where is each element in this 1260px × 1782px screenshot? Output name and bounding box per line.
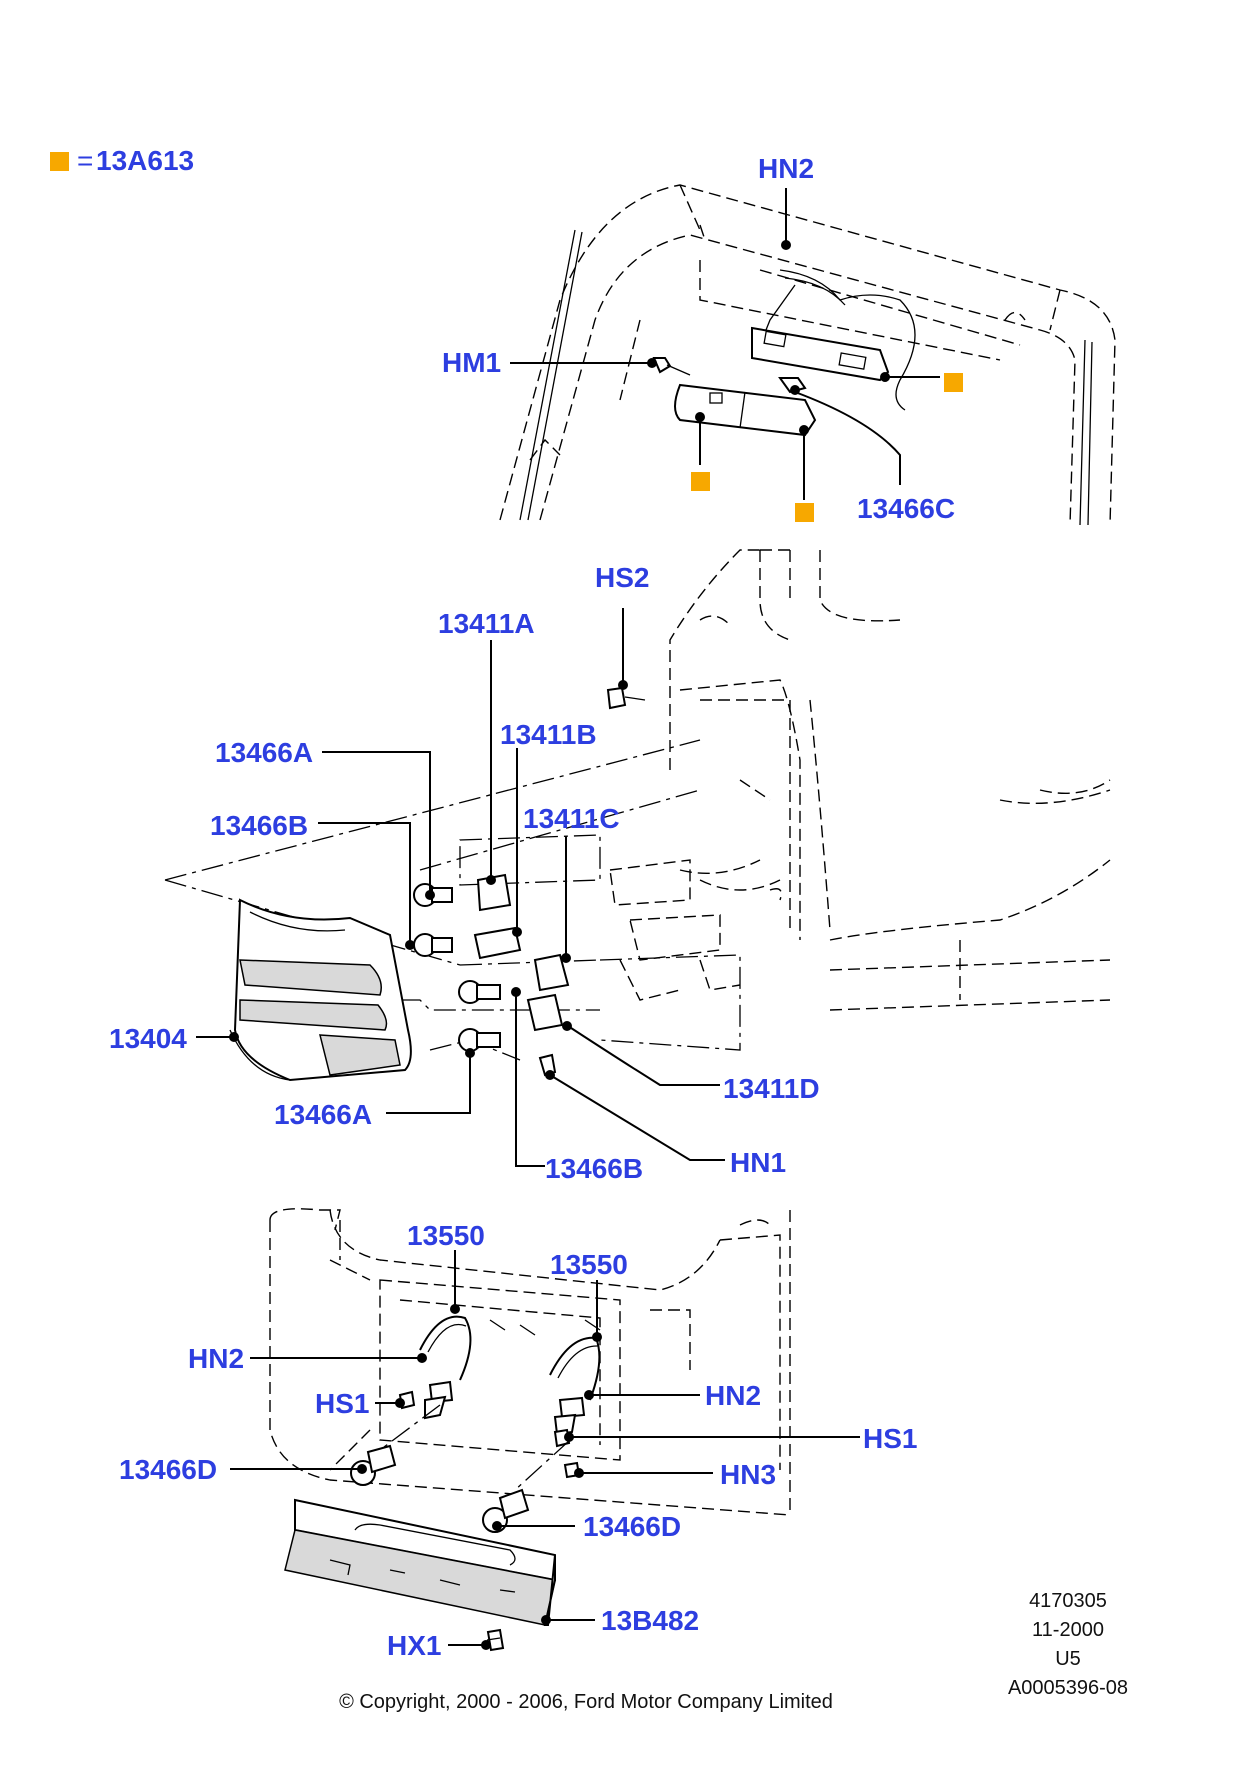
legend: = 13A613 (50, 145, 194, 176)
callout-hn2-right: HN2 (705, 1380, 761, 1411)
leaders-section-1 (510, 188, 940, 500)
callout-hn2-left: HN2 (188, 1343, 244, 1374)
leaders-section-2 (196, 608, 725, 1167)
callout-13550-right: 13550 (550, 1249, 628, 1280)
callout-13b482: 13B482 (601, 1605, 699, 1636)
callout-13411c: 13411C (523, 803, 620, 834)
bulb-13466a-lower (458, 1028, 501, 1052)
callout-13466b-lower: 13466B (545, 1153, 643, 1184)
footer-doc-id: A0005396-08 (1008, 1677, 1128, 1699)
callout-hm1: HM1 (442, 347, 501, 378)
legend-marker-icon (50, 152, 69, 171)
footer: 4170305 11-2000 U5 A0005396-08 © Copyrig… (339, 1590, 1128, 1713)
callout-13411a: 13411A (438, 608, 535, 639)
section-rear-lamp (164, 549, 1111, 1082)
callout-hs1-left: HS1 (315, 1388, 369, 1419)
socket-13411c (533, 953, 570, 992)
callout-hn3: HN3 (720, 1459, 776, 1490)
footer-copyright: © Copyright, 2000 - 2006, Ford Motor Com… (339, 1691, 833, 1713)
callout-13550-left: 13550 (407, 1220, 485, 1251)
socket-13411b (473, 926, 522, 960)
callout-hn2-top: HN2 (758, 153, 814, 184)
socket-13411d (526, 993, 564, 1032)
callout-13404: 13404 (109, 1023, 187, 1054)
markers-section-1 (691, 373, 963, 522)
callout-13466d-right: 13466D (583, 1511, 681, 1542)
marker-square-icon (795, 503, 814, 522)
callout-hn1: HN1 (730, 1147, 786, 1178)
callout-13466a-lower: 13466A (274, 1099, 372, 1130)
bulb-13466b-upper (413, 933, 453, 957)
callout-13466a-upper: 13466A (215, 737, 313, 768)
legend-code: 13A613 (96, 145, 194, 176)
socket-13411a (476, 873, 512, 912)
footer-date: 11-2000 (1032, 1619, 1104, 1641)
marker-square-icon (691, 472, 710, 491)
marker-square-icon (944, 373, 963, 392)
callout-labels: HN2 HM1 13466C HS2 13411A 13466A 13411B … (109, 153, 955, 1661)
callout-13466d-left: 13466D (119, 1454, 217, 1485)
callout-13411d: 13411D (723, 1073, 820, 1104)
legend-equals: = (77, 145, 93, 176)
section-license-lamp (269, 1208, 791, 1652)
callout-13466c: 13466C (857, 493, 955, 524)
bulb-13466b-lower (458, 980, 501, 1004)
callout-13411b: 13411B (500, 719, 597, 750)
footer-model: U5 (1055, 1648, 1081, 1670)
leaders-section-3 (230, 1250, 860, 1650)
callout-hx1: HX1 (387, 1630, 441, 1661)
callout-hs2: HS2 (595, 562, 649, 593)
section-high-mount-lamp (499, 184, 1116, 526)
footer-ref-number: 4170305 (1029, 1590, 1107, 1612)
callout-13466b-upper: 13466B (210, 810, 308, 841)
callout-hs1-right: HS1 (863, 1423, 917, 1454)
